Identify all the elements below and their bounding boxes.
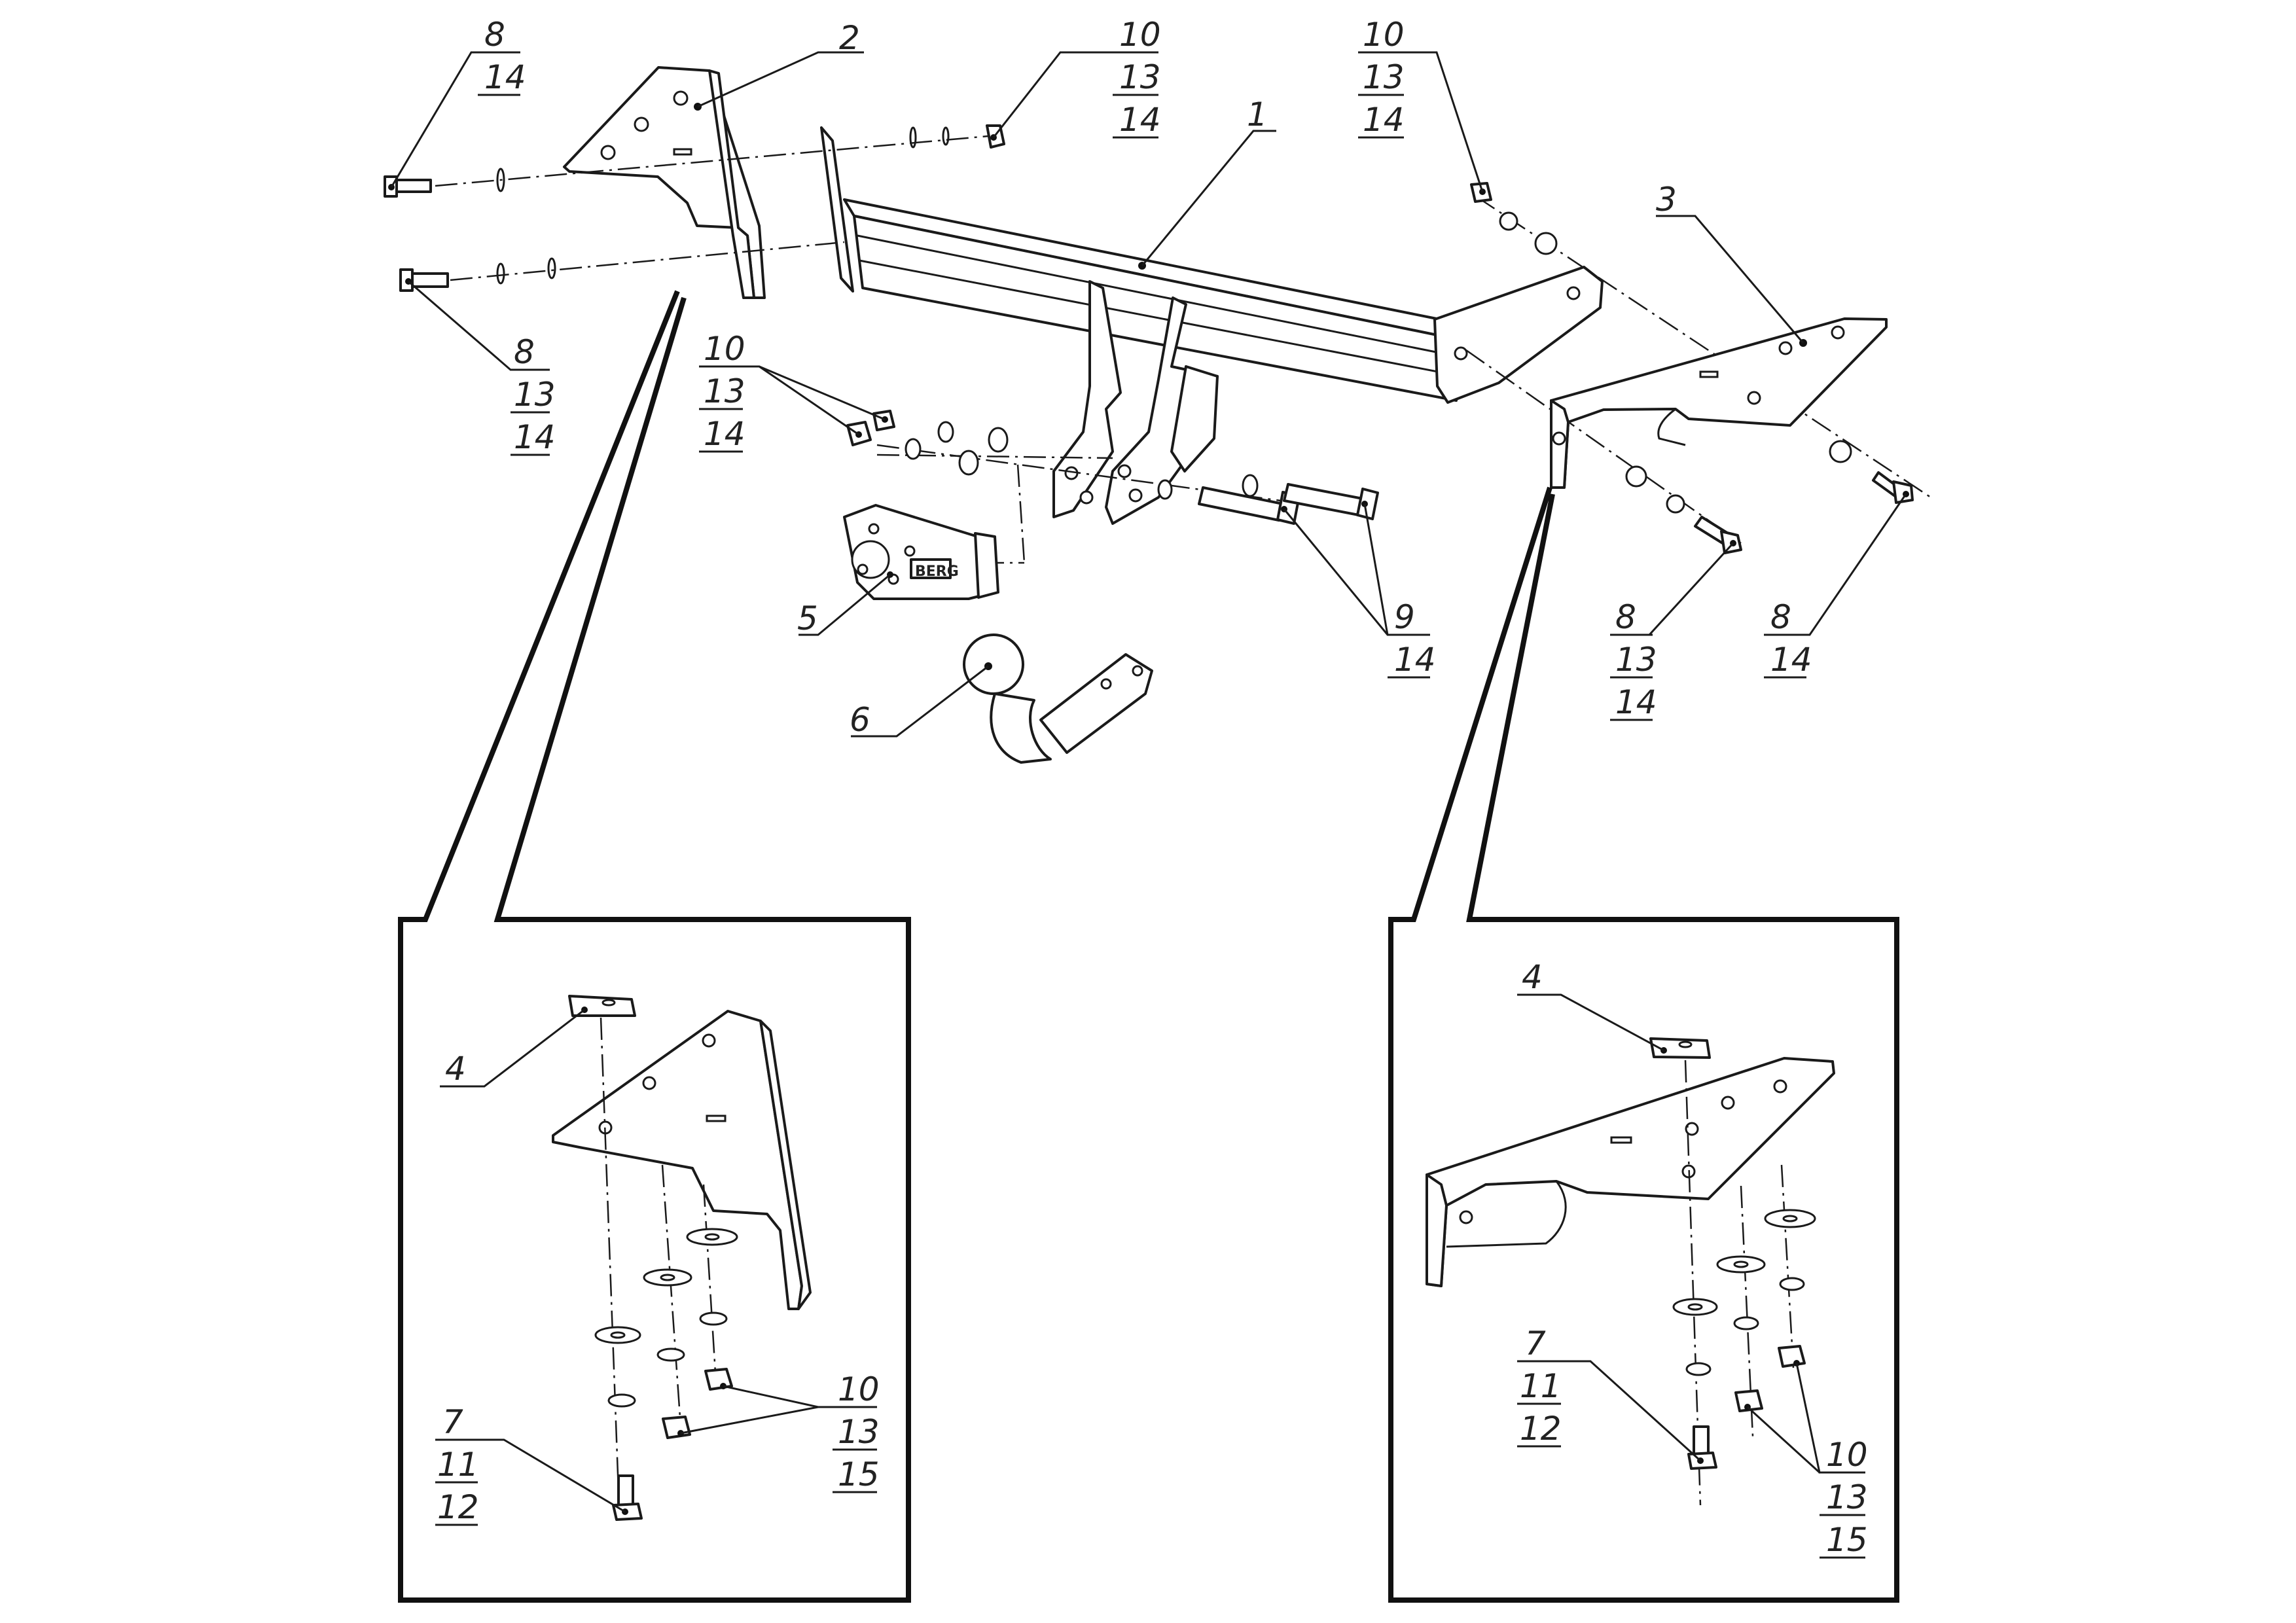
label-mid-left-bolt-b: 13 — [514, 376, 556, 414]
label-top-plate-nut-b: 13 — [1119, 58, 1161, 96]
label-inset-right-nuts-b: 13 — [1826, 1478, 1868, 1516]
label-inset-right-bolt-b: 11 — [1520, 1367, 1562, 1405]
socket-logo: BERG — [915, 563, 959, 580]
label-inset-right-block: 4 — [1522, 958, 1543, 996]
label-right-bolt-a-2: 13 — [1615, 641, 1657, 679]
label-part-5: 5 — [797, 599, 818, 637]
inset-left-detail — [552, 995, 812, 1521]
label-inset-left-nuts-c: 15 — [838, 1455, 880, 1493]
label-top-plate-nut-a: 10 — [1119, 16, 1161, 54]
label-right-bolt-b-2: 14 — [1770, 641, 1812, 679]
label-inset-right-bolt-a: 7 — [1525, 1325, 1546, 1363]
label-right-bolt-b-1: 8 — [1770, 598, 1791, 636]
right-bolts — [1625, 440, 1914, 554]
label-inset-right-bolt-c: 12 — [1520, 1410, 1562, 1448]
label-inset-left-nuts-b: 13 — [838, 1413, 880, 1451]
label-long-bolts-b: 14 — [1394, 641, 1436, 679]
socket-mount-nuts — [846, 410, 1009, 476]
label-part-3: 3 — [1656, 181, 1677, 219]
left-bracket-part-2 — [563, 66, 766, 299]
label-top-left-bolt-a: 8 — [484, 16, 505, 54]
crossbar-part-1 — [820, 126, 1604, 404]
label-top-right-nut-b: 13 — [1363, 58, 1405, 96]
label-inset-right-nuts-c: 15 — [1826, 1521, 1868, 1559]
label-part-2: 2 — [839, 19, 860, 57]
label-inset-left-bolt-a: 7 — [442, 1403, 463, 1441]
label-long-bolts-a: 9 — [1394, 598, 1415, 636]
callout-labels: 2 1 3 5 6 8 14 8 13 14 10 13 14 10 13 14… — [435, 16, 1868, 1559]
label-top-right-nut-a: 10 — [1363, 16, 1405, 54]
label-part-6: 6 — [850, 701, 870, 739]
right-bracket-part-3 — [1550, 317, 1888, 489]
tow-ball-part-6 — [963, 633, 1153, 764]
label-right-bolt-a-3: 14 — [1615, 683, 1657, 721]
label-top-right-nut-c: 14 — [1363, 101, 1405, 139]
label-top-left-bolt-b: 14 — [484, 58, 526, 96]
long-bolts-part-9 — [1157, 474, 1379, 525]
label-mid-left-bolt-a: 8 — [514, 333, 535, 371]
label-inset-left-bolt-c: 12 — [437, 1488, 479, 1526]
label-right-bolt-a-1: 8 — [1615, 598, 1636, 636]
label-inset-right-nuts-a: 10 — [1826, 1436, 1868, 1474]
label-socket-nuts-a: 10 — [704, 330, 745, 368]
inset-right-detail — [1426, 1037, 1835, 1506]
label-inset-left-block: 4 — [445, 1050, 466, 1088]
label-mid-left-bolt-c: 14 — [514, 418, 556, 456]
top-plate-nut-stack — [909, 124, 1005, 149]
label-inset-left-bolt-b: 11 — [437, 1446, 479, 1484]
label-socket-nuts-b: 13 — [704, 372, 745, 410]
label-inset-left-nuts-a: 10 — [838, 1370, 880, 1408]
label-part-1: 1 — [1247, 96, 1268, 134]
socket-plate-part-5: BERG — [843, 504, 999, 600]
label-socket-nuts-c: 14 — [704, 415, 745, 453]
top-right-nut-stack — [1470, 182, 1558, 255]
label-top-plate-nut-c: 14 — [1119, 101, 1161, 139]
